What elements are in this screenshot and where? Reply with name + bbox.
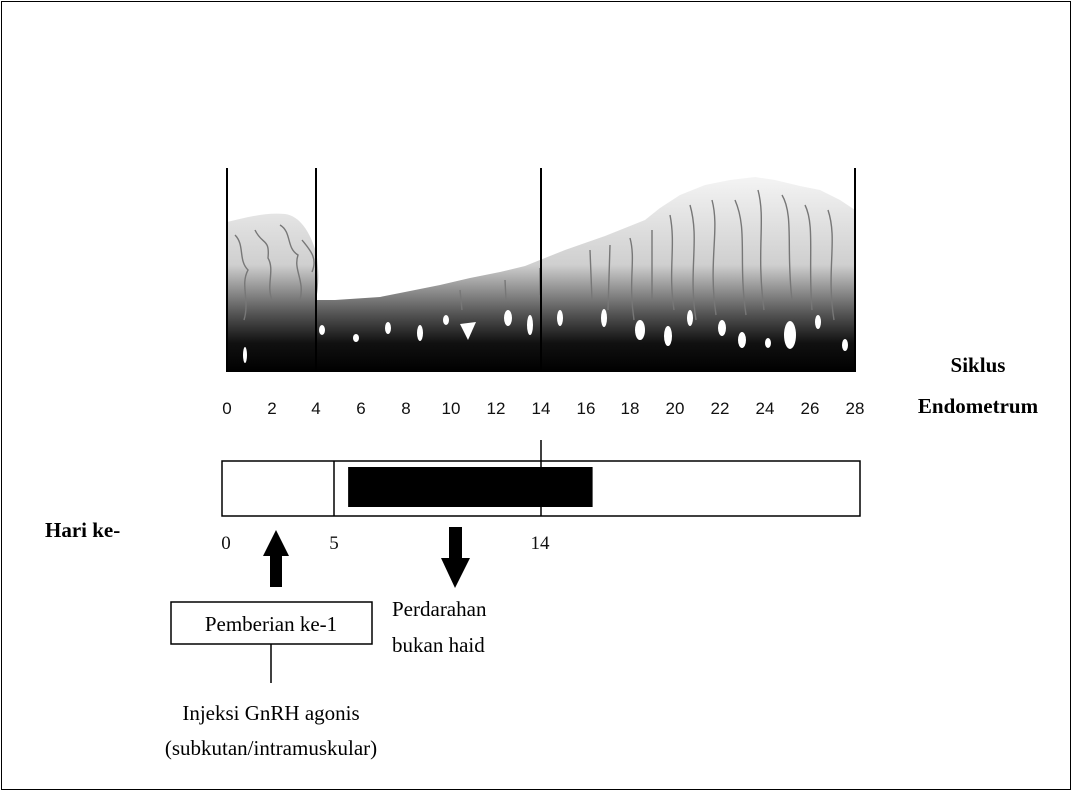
day-tick: 10 — [442, 399, 461, 418]
bleeding-label-line2: bukan haid — [392, 633, 485, 657]
day-tick: 2 — [267, 399, 276, 418]
day-tick: 22 — [711, 399, 730, 418]
bleeding-label-line1: Perdarahan — [392, 597, 487, 621]
injection-up-arrow-icon — [263, 530, 289, 587]
first-dose-label: Pemberian ke-1 — [205, 612, 337, 636]
day-tick: 20 — [666, 399, 685, 418]
bleeding-period-bar — [348, 467, 593, 507]
cycle-label-line2: Endometrum — [918, 394, 1039, 418]
day-tick: 18 — [621, 399, 640, 418]
timeline-tick: 0 — [221, 533, 231, 554]
day-tick: 28 — [846, 399, 865, 418]
day-tick: 14 — [532, 399, 551, 418]
day-row-label: Hari ke- — [45, 518, 120, 542]
day-tick: 12 — [487, 399, 506, 418]
endometrium-day-ticks: 0 2 4 6 8 10 12 14 16 18 20 22 24 26 28 — [222, 399, 864, 418]
day-tick: 26 — [801, 399, 820, 418]
timeline-tick: 14 — [531, 533, 551, 554]
gland-lumens — [243, 309, 848, 363]
day-tick: 24 — [756, 399, 775, 418]
injection-label-line2: (subkutan/intramuskular) — [165, 736, 377, 760]
cycle-label-line1: Siklus — [951, 353, 1006, 377]
day-tick: 6 — [356, 399, 365, 418]
injection-label-line1: Injeksi GnRH agonis — [182, 701, 359, 725]
endometrium-illustration — [226, 168, 856, 372]
first-dose-box — [170, 601, 373, 645]
timeline — [221, 440, 861, 517]
timeline-tick: 5 — [329, 533, 339, 554]
bleeding-down-arrow-icon — [441, 527, 470, 588]
day-tick: 4 — [311, 399, 320, 418]
day-tick: 8 — [401, 399, 410, 418]
day-tick: 16 — [577, 399, 596, 418]
day-tick: 0 — [222, 399, 231, 418]
timeline-bar — [221, 460, 861, 517]
